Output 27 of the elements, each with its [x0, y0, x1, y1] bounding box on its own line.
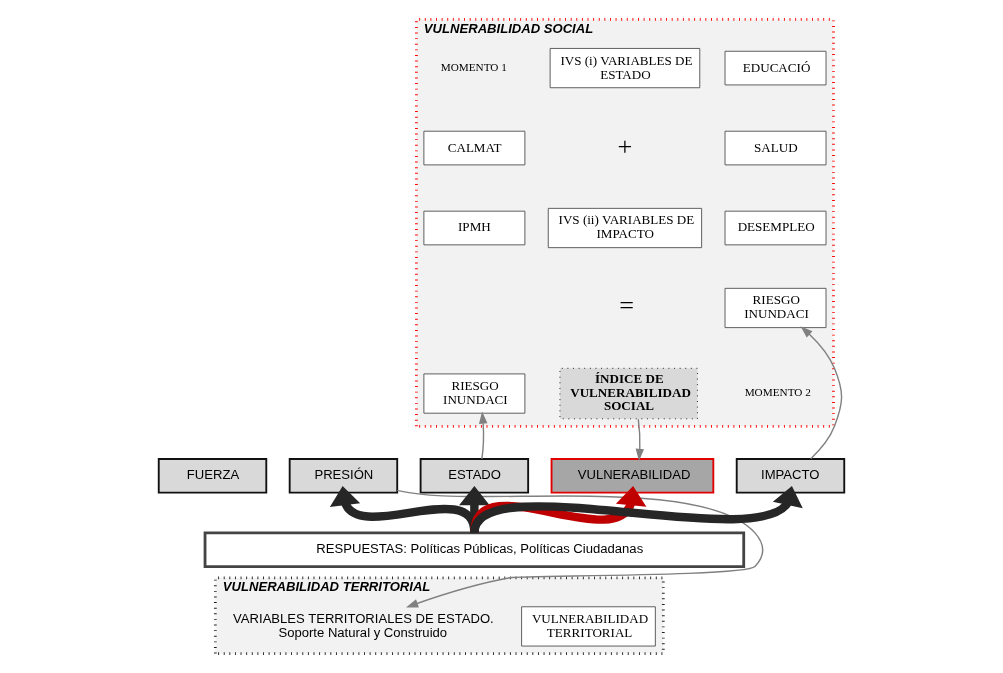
node-box: CALMAT — [423, 130, 526, 166]
node-box: VULNERABILIDAD — [550, 458, 715, 494]
node-box: SALUD — [724, 130, 827, 166]
label: MOMENTO 2 — [744, 386, 811, 399]
node-box: IMPACTO — [735, 458, 846, 494]
node-box: RESPUESTAS: Políticas Públicas, Políticas Ciudadanas — [203, 531, 746, 568]
node-box: VULNERABILIDAD TERRITORIAL — [521, 606, 656, 647]
node-box: RIESGO INUNDACI — [423, 373, 526, 414]
node-box: EDUCACIÓ — [724, 50, 827, 86]
label: MOMENTO 1 — [440, 60, 507, 73]
node-text: VARIABLES TERRITORIALES DE ESTADO. Soporte Natural y Construido — [233, 610, 494, 640]
node-box: ESTADO — [419, 458, 530, 494]
node-box: RIESGO INUNDACI — [724, 287, 827, 329]
arrow — [800, 326, 843, 460]
node-box: ÍNDICE DE VULNERABILIDAD SOCIAL — [559, 367, 698, 420]
arrow — [396, 489, 764, 608]
node-box: IVS (ii) VARIABLES DE IMPACTO — [547, 207, 703, 249]
label: + — [617, 131, 633, 161]
node-box: IVS (i) VARIABLES DE ESTADO — [549, 48, 701, 89]
node-box: FUERZA — [157, 458, 268, 494]
node-box: IPMH — [423, 210, 526, 246]
label: = — [619, 291, 635, 321]
node-box: DESEMPLEO — [724, 210, 827, 246]
arrow — [635, 418, 645, 461]
arrow — [478, 411, 488, 460]
arrow — [470, 486, 803, 535]
node-box: PRESIÓN — [288, 458, 399, 494]
